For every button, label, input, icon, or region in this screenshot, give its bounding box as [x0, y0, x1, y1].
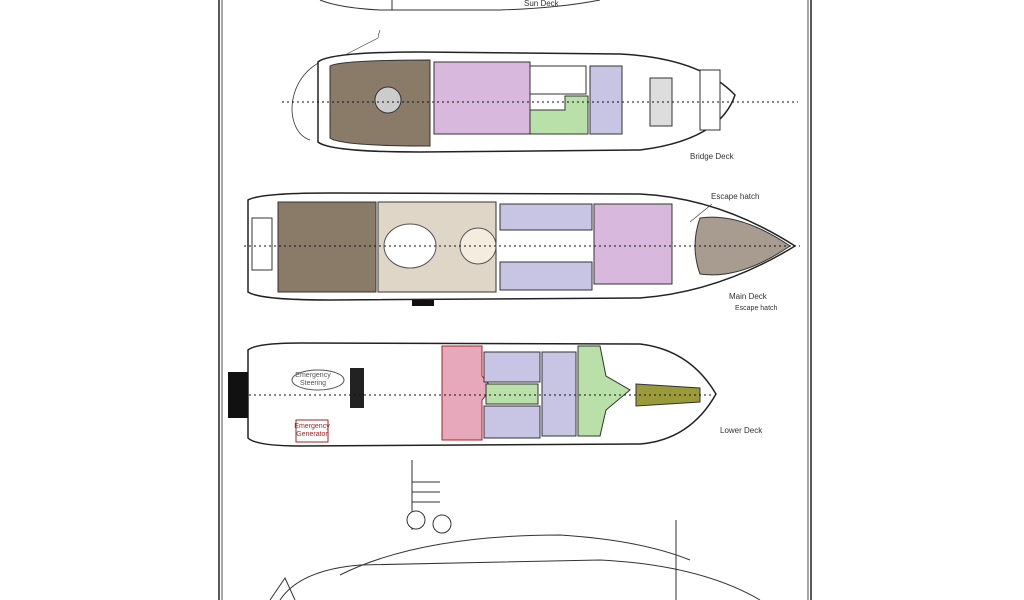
- sun-deck-plan: [319, 0, 601, 11]
- main-deck-plan: [244, 192, 800, 306]
- lower-deck-plan: [228, 342, 717, 447]
- escape-hatch-label: Escape hatch: [711, 192, 760, 201]
- bridge-deck-label: Bridge Deck: [690, 152, 734, 161]
- bridge-deck-plan: [282, 29, 798, 153]
- escape-hatch-label: Escape hatch: [735, 305, 778, 312]
- sun-deck-label: Sun Deck: [524, 0, 559, 8]
- side-profile: [269, 460, 761, 600]
- page-border: [218, 0, 812, 600]
- emergency-generator-label: Emergency Generator: [294, 423, 330, 438]
- main-deck-label: Main Deck: [729, 292, 767, 301]
- emergency-steering-label: Emergency Steering: [295, 372, 331, 387]
- lower-deck-label: Lower Deck: [720, 426, 763, 435]
